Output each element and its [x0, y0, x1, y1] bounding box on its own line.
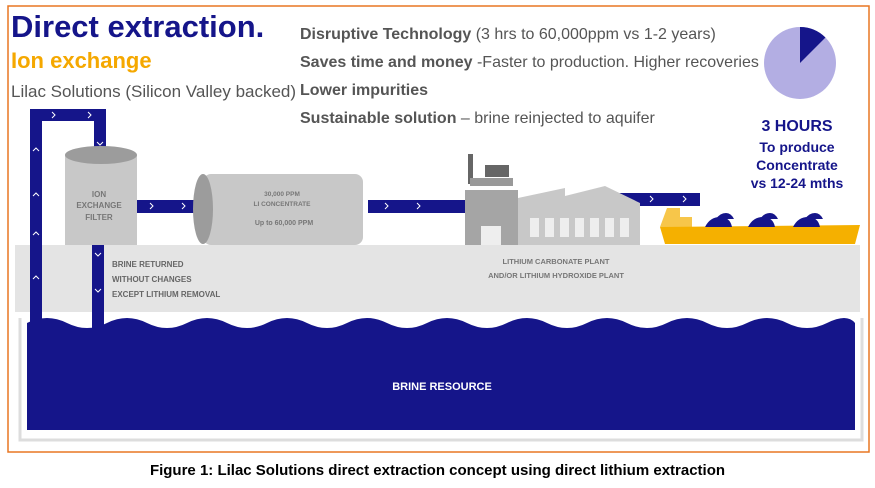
ion-exchange-filter: ION EXCHANGE FILTER	[65, 146, 137, 245]
aquifer-outline	[18, 318, 864, 442]
figure-subtitle: Ion exchange	[11, 48, 152, 73]
flow-chevrons	[32, 111, 687, 293]
svg-text:To produce: To produce	[759, 139, 834, 155]
brine-resource-label: BRINE RESOURCE	[392, 381, 492, 393]
svg-text:BRINE RETURNED: BRINE RETURNED	[112, 260, 184, 269]
benefit-item: Saves time and money -Faster to producti…	[300, 54, 759, 71]
svg-text:vs 12-24 mths: vs 12-24 mths	[751, 175, 844, 191]
pipe-to-plant	[368, 200, 468, 213]
pipe-down-to-filter	[94, 109, 106, 154]
pipe-top	[30, 109, 106, 121]
svg-text:ION: ION	[92, 190, 106, 199]
svg-text:LITHIUM CARBONATE PLANT: LITHIUM CARBONATE PLANT	[503, 257, 610, 266]
pipe-return	[92, 245, 104, 350]
benefit-item: Disruptive Technology (3 hrs to 60,000pp…	[300, 26, 716, 43]
svg-text:EXCHANGE: EXCHANGE	[76, 201, 122, 210]
time-callout: 3 HOURS To produce Concentrate vs 12-24 …	[751, 118, 844, 191]
benefit-item: Sustainable solution – brine reinjected …	[300, 110, 655, 127]
benefit-list: Disruptive Technology (3 hrs to 60,000pp…	[300, 26, 759, 127]
pipe-filter-to-concentrate	[137, 200, 197, 213]
ground-band	[15, 245, 860, 312]
pipe-intake	[30, 109, 42, 349]
svg-text:EXCEPT LITHIUM REMOVAL: EXCEPT LITHIUM REMOVAL	[112, 290, 220, 299]
svg-text:LI CONCENTRATE: LI CONCENTRATE	[254, 201, 312, 208]
svg-text:3 HOURS: 3 HOURS	[761, 118, 832, 135]
svg-text:30,000 PPM: 30,000 PPM	[264, 191, 300, 198]
pipes	[30, 109, 700, 350]
svg-text:FILTER: FILTER	[85, 213, 113, 222]
figure-title: Direct extraction.	[11, 9, 264, 44]
svg-text:WITHOUT CHANGES: WITHOUT CHANGES	[112, 275, 192, 284]
svg-text:Up to 60,000 PPM: Up to 60,000 PPM	[255, 220, 314, 227]
company-label: Lilac Solutions (Silicon Valley backed)	[11, 82, 296, 101]
cargo-ship	[660, 208, 860, 244]
concentrate-tank: 30,000 PPM LI CONCENTRATE Up to 60,000 P…	[193, 174, 363, 245]
svg-text:Concentrate: Concentrate	[756, 157, 838, 173]
figure-caption: Figure 1: Lilac Solutions direct extract…	[149, 462, 726, 479]
lithium-plant: LITHIUM CARBONATE PLANT AND/OR LITHIUM H…	[465, 154, 640, 280]
benefit-item: Lower impurities	[300, 82, 428, 99]
time-pie-slice	[800, 27, 826, 63]
svg-text:AND/OR LITHIUM HYDROXIDE PLANT: AND/OR LITHIUM HYDROXIDE PLANT	[488, 271, 624, 280]
brine-returned-label: BRINE RETURNED WITHOUT CHANGES EXCEPT LI…	[112, 260, 220, 299]
brine-resource	[27, 318, 855, 430]
